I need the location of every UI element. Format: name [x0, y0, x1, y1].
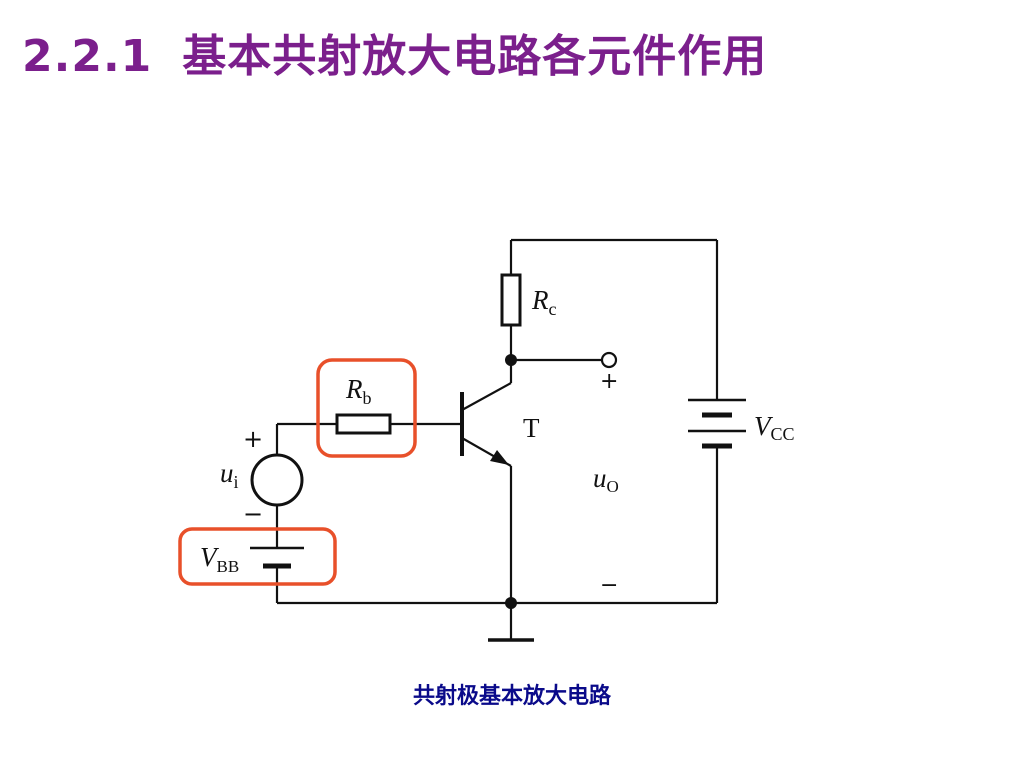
section-title: 基本共射放大电路各元件作用 — [182, 31, 768, 82]
vbb-battery — [250, 546, 304, 569]
rb-highlight-box — [316, 358, 417, 458]
wires — [275, 238, 719, 640]
rb-label: Rb — [345, 374, 372, 408]
transistor-symbol — [460, 382, 512, 467]
rc-label: Rc — [531, 285, 557, 319]
input-plus-sign: + — [243, 425, 263, 453]
rc-resistor — [500, 273, 522, 327]
vbb-label: VBB — [200, 542, 239, 576]
section-number: 2.2.1 — [22, 31, 153, 82]
rb-resistor — [335, 413, 392, 435]
diagram-caption: 共射极基本放大电路 — [412, 684, 611, 709]
ui-label: ui — [220, 458, 239, 492]
output-plus-sign: + — [600, 369, 618, 394]
ground-junction-dot — [505, 597, 517, 609]
output-terminal — [600, 351, 618, 369]
transistor-label: T — [523, 413, 540, 443]
page-title: 2.2.1 基本共射放大电路各元件作用 — [22, 20, 767, 84]
input-minus-sign: − — [243, 500, 263, 528]
vcc-battery — [688, 398, 746, 449]
collector-junction-dot — [505, 354, 517, 366]
uo-label: uO — [593, 463, 619, 496]
output-minus-sign: − — [600, 573, 618, 598]
ui-source — [250, 453, 304, 507]
vcc-label: VCC — [754, 411, 795, 444]
vbb-highlight-box — [178, 527, 337, 586]
